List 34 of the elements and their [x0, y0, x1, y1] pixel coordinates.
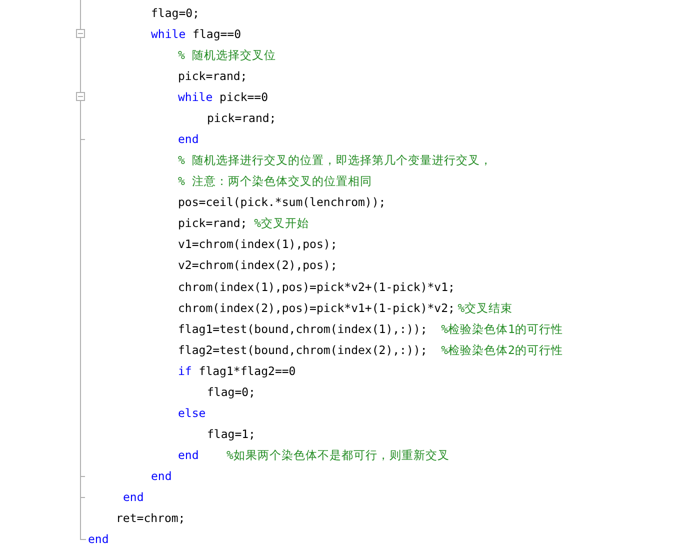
code-comment: %交叉开始	[254, 215, 310, 232]
code-keyword: while	[178, 89, 213, 106]
code-text: ret=chrom;	[116, 510, 186, 526]
code-text: pick=rand;	[207, 110, 276, 126]
code-comment: %检验染色体2的可行性	[441, 342, 563, 358]
code-text: flag=0;	[207, 384, 256, 400]
code-keyword: end	[88, 531, 109, 547]
code-text: flag2=test(bound,chrom(index(2),:));	[178, 342, 428, 358]
code-comment: % 随机选择进行交叉的位置，即选择第几个变量进行交叉，	[178, 152, 492, 168]
code-keyword: while	[151, 26, 186, 42]
code-text: flag==0	[192, 26, 242, 42]
code-text: pos=ceil(pick.*sum(lenchrom));	[178, 194, 386, 210]
code-text: pick==0	[220, 89, 268, 106]
code-keyword: end	[151, 468, 172, 484]
code-comment: %交叉结束	[458, 300, 513, 316]
code-text: v1=chrom(index(1),pos);	[178, 236, 338, 252]
code-comment: % 随机选择交叉位	[178, 47, 276, 64]
code-keyword: end	[123, 488, 144, 505]
code-text: flag1=test(bound,chrom(index(1),:));	[178, 320, 428, 337]
code-text: chrom(index(2),pos)=pick*v1+(1-pick)*v2;	[178, 300, 455, 316]
code-text: pick=rand;	[178, 215, 248, 232]
code-keyword: end	[178, 446, 199, 463]
code-text: flag=0;	[151, 5, 200, 21]
code-text: flag1*flag2==0	[198, 362, 296, 379]
code-keyword: if	[178, 362, 192, 379]
code-text: chrom(index(1),pos)=pick*v2+(1-pick)*v1;	[178, 278, 455, 295]
code-text: flag=1;	[207, 426, 256, 442]
code-comment: %检验染色体1的可行性	[441, 320, 563, 337]
code-comment: %如果两个染色体不是都可行，则重新交叉	[226, 446, 450, 463]
code-text: pick=rand;	[178, 68, 248, 84]
code-keyword: end	[178, 131, 199, 148]
code-text: v2=chrom(index(2),pos);	[178, 257, 338, 274]
code-comment: % 注意：两个染色体交叉的位置相同	[178, 173, 372, 190]
code-keyword: else	[178, 404, 206, 421]
